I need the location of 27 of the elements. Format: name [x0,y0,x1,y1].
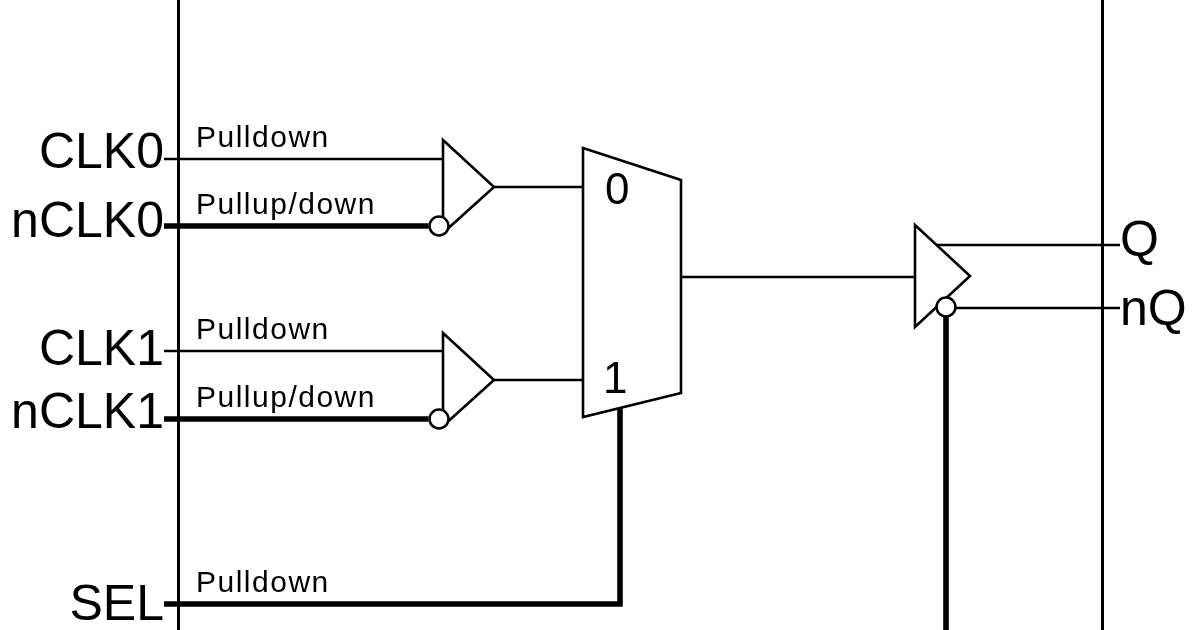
signal-line [494,185,583,189]
pin-name: nCLK1 [11,386,164,436]
chip-outline [177,0,1104,630]
buffer-symbol [913,222,973,330]
pin-name: Q [1120,214,1159,264]
signal-line [494,378,583,382]
pin-name: nQ [1120,283,1187,333]
multiplexer-symbol [581,145,685,420]
input-number: 0 [605,167,630,211]
input-number: 1 [603,356,628,400]
pin-name: SEL [69,578,164,628]
signal-line [164,223,429,229]
signal-line [936,243,1120,247]
edge-label: Pullup/down [196,189,376,219]
signal-line [164,349,443,353]
signal-line [164,157,443,161]
signal-line [681,275,915,279]
signal-line [164,416,429,422]
pin-name: CLK0 [38,126,164,176]
pin-name: nCLK0 [11,195,164,245]
buffer-symbol [427,137,497,238]
signal-line [943,317,949,630]
pin-name: CLK1 [38,323,164,373]
signal-line [164,408,623,607]
signal-line [955,306,1120,310]
edge-label: Pullup/down [196,382,376,412]
buffer-symbol [427,330,497,431]
